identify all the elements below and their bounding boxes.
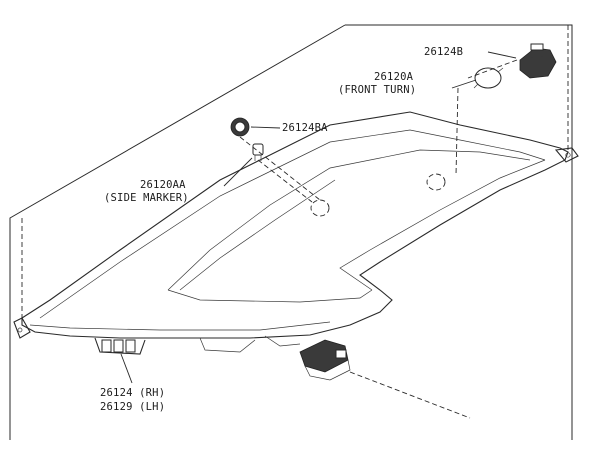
install-points bbox=[310, 173, 446, 217]
lower-socket-assembly bbox=[94, 335, 351, 381]
side-marker-bulb bbox=[252, 143, 264, 161]
lamp-housing bbox=[13, 111, 579, 339]
front-turn-bulb bbox=[473, 67, 504, 89]
label-lamp-rh: 26124 (RH) bbox=[100, 387, 165, 399]
label-socket-26124b: 26124B bbox=[424, 46, 463, 58]
label-side-marker-name: (SIDE MARKER) bbox=[104, 192, 189, 204]
socket-26124ba bbox=[230, 117, 250, 137]
isometric-frame bbox=[9, 24, 573, 440]
socket-26124b bbox=[519, 43, 557, 79]
assembly-lines bbox=[21, 25, 569, 419]
label-front-turn-part: 26120A bbox=[374, 71, 414, 83]
label-lamp-lh: 26129 (LH) bbox=[100, 401, 165, 413]
callout-labels: 26124B 26120A (FRONT TURN) 26124BA 26120… bbox=[100, 46, 463, 413]
label-front-turn-name: (FRONT TURN) bbox=[338, 84, 416, 96]
leader-lines bbox=[120, 51, 517, 384]
label-side-marker-part: 26120AA bbox=[140, 179, 186, 191]
label-socket-26124ba: 26124BA bbox=[282, 122, 328, 134]
